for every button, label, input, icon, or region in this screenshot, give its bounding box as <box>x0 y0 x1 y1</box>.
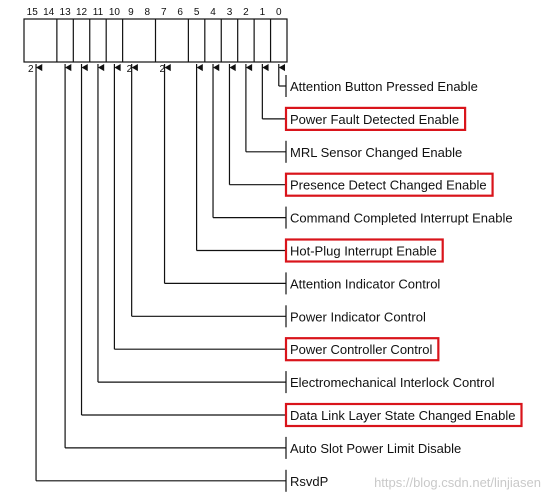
field-width-label: 2 <box>127 64 133 75</box>
bit-number: 3 <box>227 7 233 18</box>
field-label: Auto Slot Power Limit Disable <box>290 441 461 456</box>
highlight-box <box>284 106 467 132</box>
bit-number: 15 <box>27 7 39 18</box>
field-label: Presence Detect Changed Enable <box>290 178 487 193</box>
bit-number: 2 <box>243 7 249 18</box>
highlight-box <box>284 238 444 263</box>
highlight-box <box>284 172 494 197</box>
field-label: Attention Indicator Control <box>290 276 440 291</box>
field-label: Command Completed Interrupt Enable <box>290 211 513 226</box>
bit-number: 10 <box>109 7 121 18</box>
bit-number: 13 <box>60 7 72 18</box>
field-width-label: 2 <box>28 64 34 75</box>
bit-number: 8 <box>145 7 151 18</box>
bit-dividers <box>56 19 272 62</box>
field-label: Data Link Layer State Changed Enable <box>290 408 516 423</box>
highlight-box <box>284 402 523 428</box>
field-label: Power Controller Control <box>290 342 432 357</box>
field-label: Attention Button Pressed Enable <box>290 79 478 94</box>
bit-number: 12 <box>76 7 88 18</box>
bit-number: 0 <box>276 7 282 18</box>
bit-number: 7 <box>161 7 167 18</box>
field-label: Hot-Plug Interrupt Enable <box>290 244 437 259</box>
watermark-text: https://blog.csdn.net/linjiasen <box>374 475 541 490</box>
field-label: Power Indicator Control <box>290 309 426 324</box>
bit-number: 5 <box>194 7 200 18</box>
field-label: MRL Sensor Changed Enable <box>290 145 462 160</box>
highlight-box <box>284 337 440 362</box>
field-width-label: 2 <box>160 64 166 75</box>
bit-number: 4 <box>210 7 216 18</box>
bit-number: 9 <box>128 7 134 18</box>
field-width-labels: 2 2 2 <box>28 64 166 75</box>
bit-number: 6 <box>177 7 183 18</box>
field-leader-lines <box>35 64 287 492</box>
field-label: Power Fault Detected Enable <box>290 112 459 127</box>
bit-number: 11 <box>93 7 104 18</box>
field-label: RsvdP <box>290 474 328 489</box>
bit-number: 1 <box>260 7 266 18</box>
field-label: Electromechanical Interlock Control <box>290 375 495 390</box>
bit-number: 14 <box>43 7 55 18</box>
